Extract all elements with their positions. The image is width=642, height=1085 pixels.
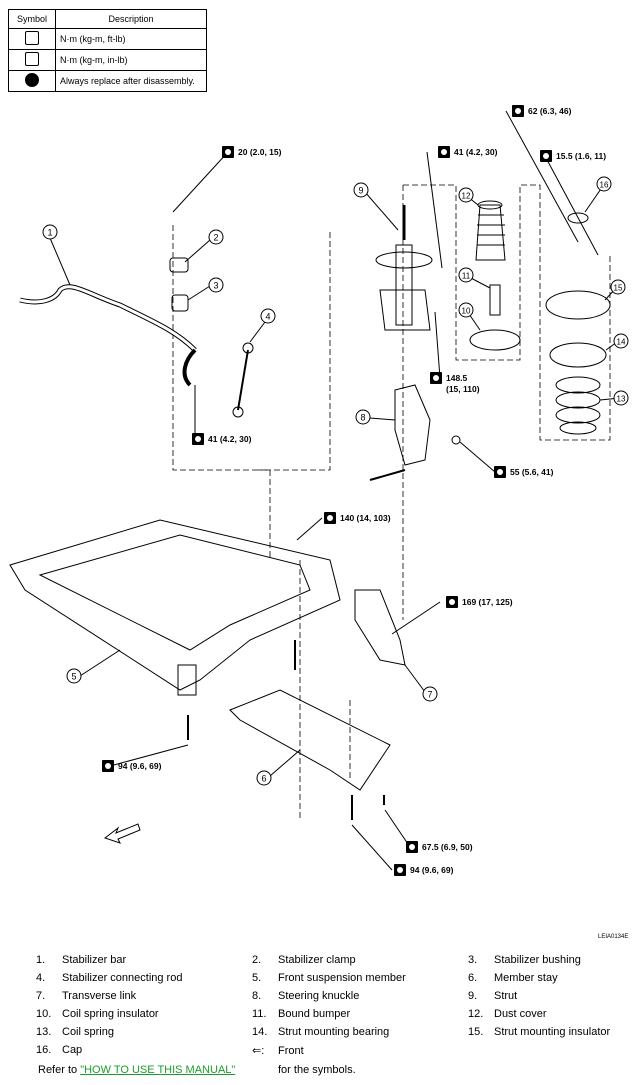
refer-suffix: for the symbols.: [278, 1064, 356, 1076]
svg-text:(15, 110): (15, 110): [446, 384, 480, 394]
parts-list-item: 13.Coil spring: [36, 1026, 114, 1038]
parts-list-item: 8.Steering knuckle: [252, 990, 360, 1002]
how-to-use-manual-link[interactable]: "HOW TO USE THIS MANUAL": [80, 1064, 236, 1076]
parts-list-item: 16.Cap: [36, 1044, 83, 1056]
torque-label: 169 (17, 125): [446, 596, 513, 608]
torque-label: 67.5 (6.9, 50): [406, 841, 473, 853]
svg-text:41 (4.2, 30): 41 (4.2, 30): [454, 147, 498, 157]
torque-label: 140 (14, 103): [324, 512, 391, 524]
parts-list-item: 7.Transverse link: [36, 990, 137, 1002]
svg-text:12: 12: [462, 192, 471, 201]
svg-text:55 (5.6, 41): 55 (5.6, 41): [510, 467, 554, 477]
svg-text:20 (2.0, 15): 20 (2.0, 15): [238, 147, 282, 157]
refer-note: Refer to "HOW TO USE THIS MANUAL": [38, 1064, 235, 1076]
svg-text:9: 9: [358, 186, 363, 196]
svg-text:67.5 (6.9, 50): 67.5 (6.9, 50): [422, 842, 473, 852]
parts-list-item: 3.Stabilizer bushing: [468, 954, 581, 966]
parts-list-item: 14.Strut mounting bearing: [252, 1026, 390, 1038]
callout-9: 9: [353, 182, 369, 198]
torque-wrench-small-icon: [25, 52, 39, 66]
callout-4: 4: [260, 308, 276, 324]
parts-list-item: 6.Member stay: [468, 972, 558, 984]
callout-12: 12: [458, 187, 474, 203]
torque-label: 94 (9.6, 69): [394, 864, 454, 876]
legend-row-text: Always replace after disassembly.: [55, 70, 207, 92]
svg-text:2: 2: [213, 233, 218, 243]
callout-6: 6: [256, 770, 272, 786]
callout-13: 13: [613, 390, 629, 406]
svg-text:15: 15: [614, 284, 623, 293]
svg-text:5: 5: [71, 672, 76, 682]
callout-1: 1: [42, 224, 58, 240]
svg-text:62 (6.3, 46): 62 (6.3, 46): [528, 106, 572, 116]
parts-list-item: 4.Stabilizer connecting rod: [36, 972, 183, 984]
symbol-legend-table: Symbol Description N·m (kg-m, ft-lb) N·m…: [8, 9, 207, 92]
svg-text:94 (9.6, 69): 94 (9.6, 69): [118, 761, 162, 771]
torque-wrench-icon: [25, 31, 39, 45]
svg-text:3: 3: [213, 281, 218, 291]
callout-7: 7: [422, 686, 438, 702]
callout-16: 16: [596, 176, 612, 192]
torque-label: 41 (4.2, 30): [192, 433, 252, 445]
torque-label: 41 (4.2, 30): [438, 146, 498, 158]
parts-list-item: 9.Strut: [468, 990, 518, 1002]
torque-label: 94 (9.6, 69): [102, 760, 162, 772]
callouts: 1 2 3 4 5 6 7 8 9 10 11 12 13 14 15 16: [42, 176, 629, 786]
svg-text:10: 10: [462, 307, 471, 316]
svg-text:15.5 (1.6, 11): 15.5 (1.6, 11): [556, 151, 606, 161]
parts-list-item: 10.Coil spring insulator: [36, 1008, 159, 1020]
torque-label: 148.5(15, 110): [430, 372, 480, 394]
svg-text:14: 14: [617, 338, 626, 347]
svg-text:94 (9.6, 69): 94 (9.6, 69): [410, 865, 454, 875]
figure-code: LEIA0134E: [598, 934, 629, 940]
torque-label: 20 (2.0, 15): [222, 146, 282, 158]
svg-text:11: 11: [462, 272, 471, 281]
svg-text:13: 13: [617, 395, 626, 404]
svg-text:8: 8: [360, 413, 365, 423]
svg-text:16: 16: [600, 181, 609, 190]
parts-list-item: 1.Stabilizer bar: [36, 954, 127, 966]
svg-text:4: 4: [265, 312, 270, 322]
callout-11: 11: [458, 267, 474, 283]
callout-15: 15: [610, 279, 626, 295]
torque-label: 62 (6.3, 46): [512, 105, 572, 117]
svg-text:140 (14, 103): 140 (14, 103): [340, 513, 391, 523]
svg-text:7: 7: [427, 690, 432, 700]
svg-text:41 (4.2, 30): 41 (4.2, 30): [208, 434, 252, 444]
svg-text:6: 6: [261, 774, 266, 784]
callout-8: 8: [355, 409, 371, 425]
torque-label: 55 (5.6, 41): [494, 466, 554, 478]
parts-list-item: 11.Bound bumper: [252, 1008, 351, 1020]
torque-label: 15.5 (1.6, 11): [540, 150, 606, 162]
callout-2: 2: [208, 229, 224, 245]
parts-list-item: ⇐:Front: [252, 1045, 304, 1057]
parts-list-item: 5.Front suspension member: [252, 972, 406, 984]
svg-text:1: 1: [47, 228, 52, 238]
svg-text:148.5: 148.5: [446, 373, 468, 383]
always-replace-icon: [25, 73, 39, 87]
callout-3: 3: [208, 277, 224, 293]
torque-labels: 62 (6.3, 46) 41 (4.2, 30) 20 (2.0, 15) 1…: [102, 105, 606, 876]
parts-list-item: 12.Dust cover: [468, 1008, 547, 1020]
parts-list-item: 15.Strut mounting insulator: [468, 1026, 611, 1038]
refer-prefix: Refer to: [38, 1064, 81, 1076]
svg-text:169 (17, 125): 169 (17, 125): [462, 597, 513, 607]
exploded-view-drawing: 1 2 3 4 5 6 7 8 9 10 11 12 13 14 15 16 6…: [9, 105, 629, 876]
callout-10: 10: [458, 302, 474, 318]
callout-5: 5: [66, 668, 82, 684]
callout-14: 14: [613, 333, 629, 349]
parts-list-item: 2.Stabilizer clamp: [252, 954, 356, 966]
